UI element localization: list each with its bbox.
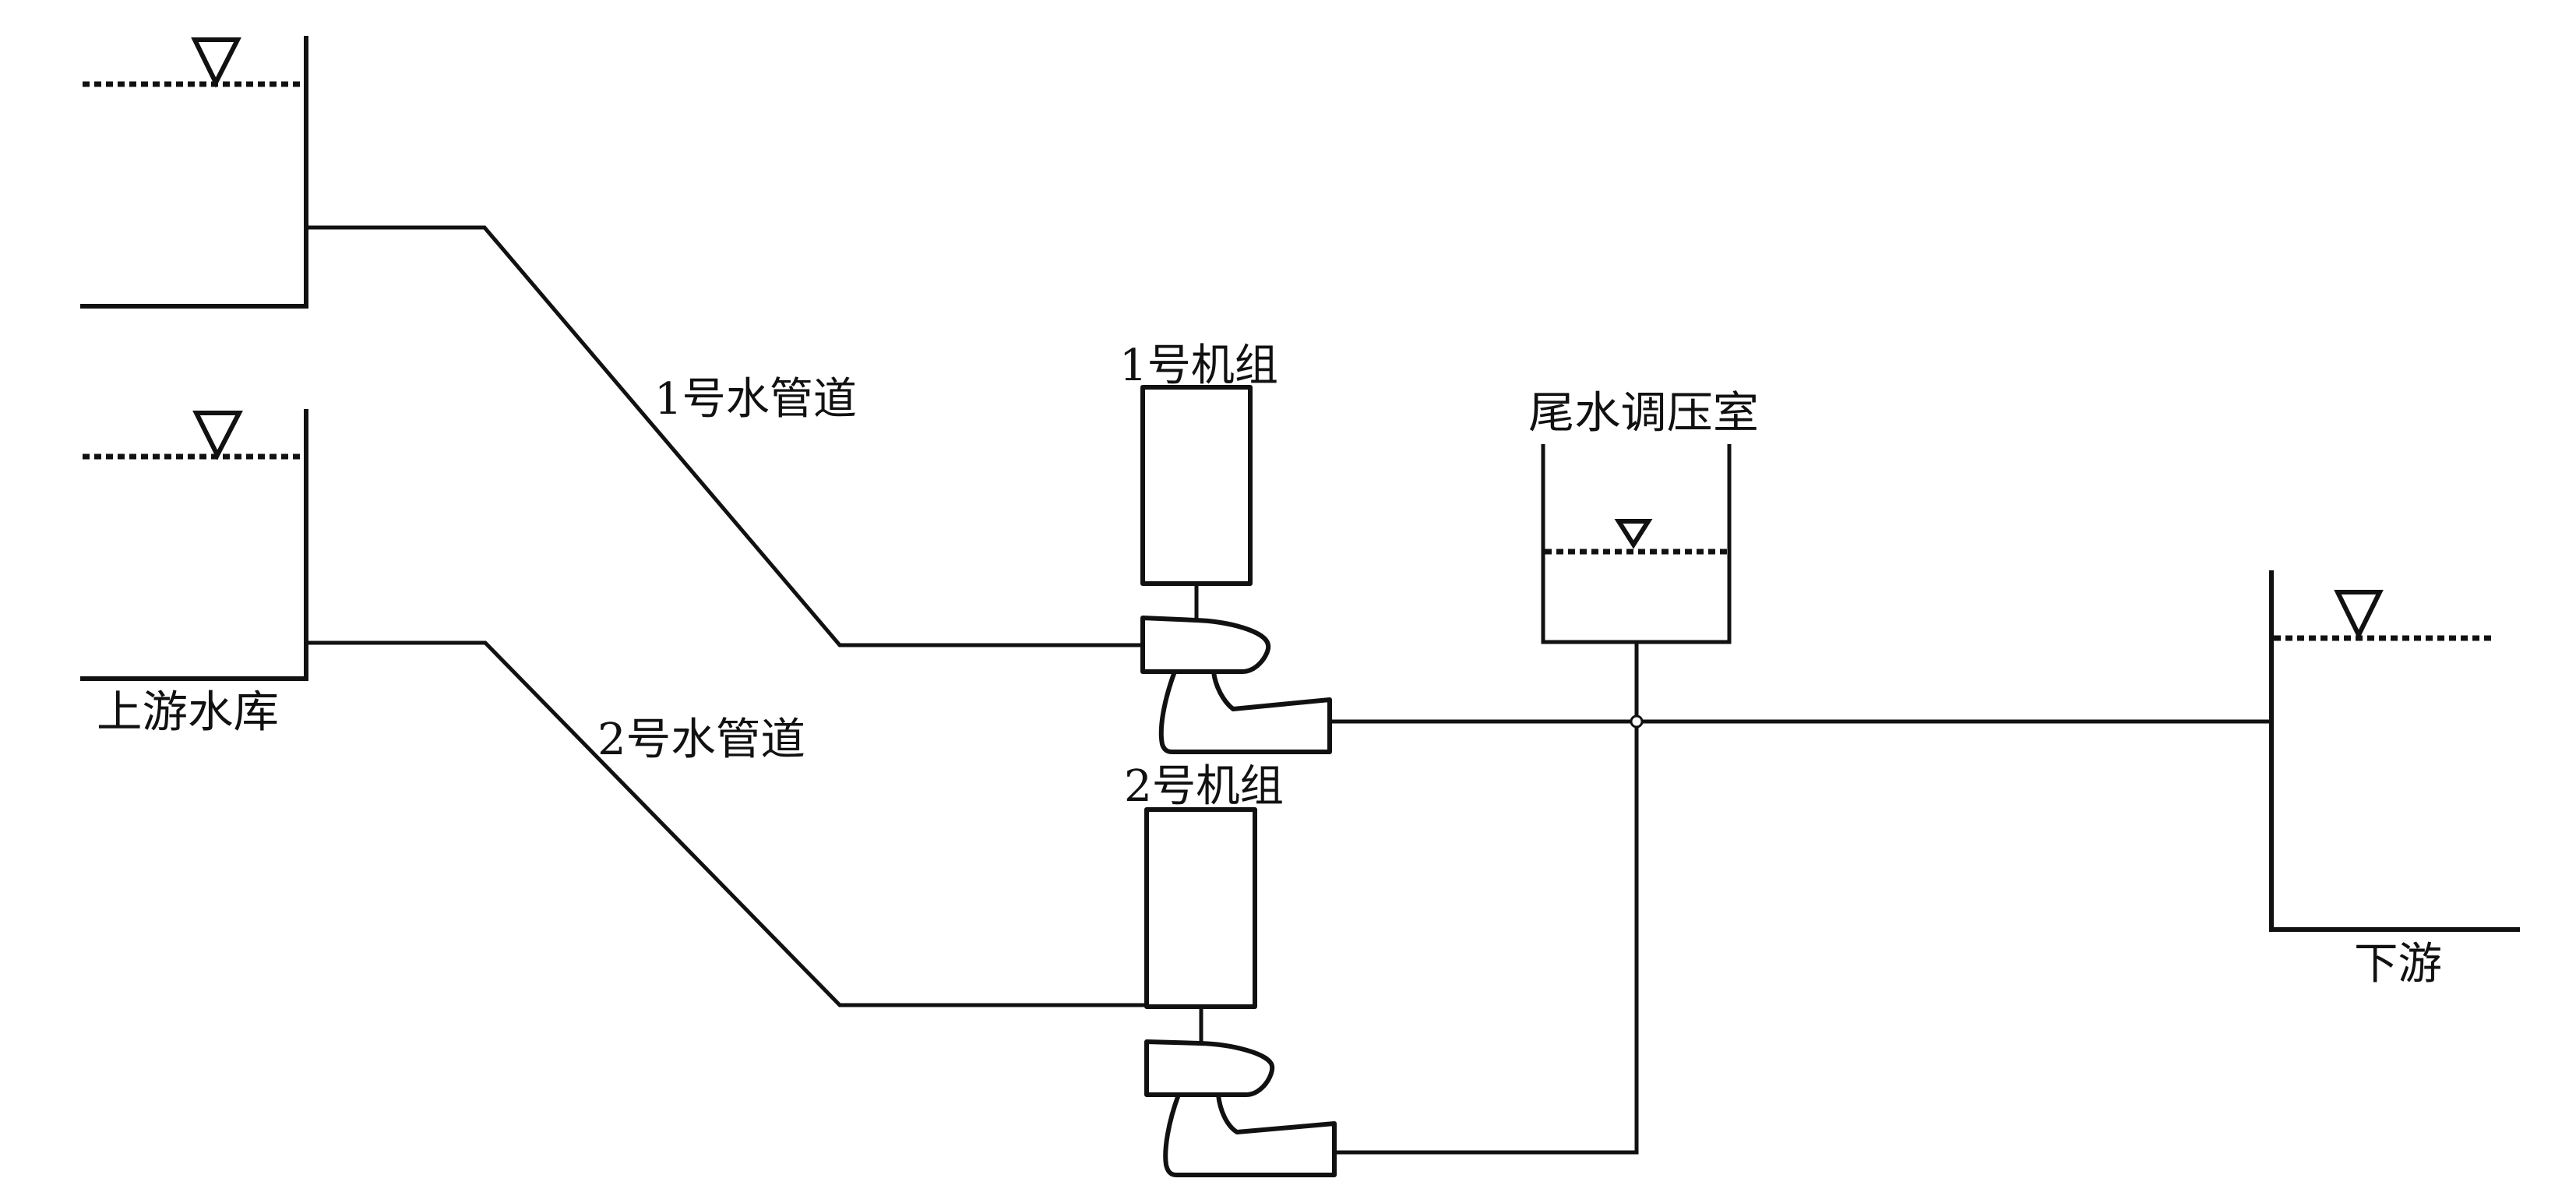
spiral-case-1 — [1140, 616, 1271, 674]
unit-2: 2号机组 — [1124, 761, 1337, 1177]
reservoir-2-wall — [80, 409, 308, 681]
downstream-reservoir: 下游 — [2269, 570, 2520, 990]
unit-1: 1号机组 — [1119, 340, 1332, 754]
generator-1 — [1140, 385, 1253, 586]
penstock-2 — [306, 640, 1147, 1007]
downstream-wall — [2269, 570, 2520, 932]
water-level-triangle-icon — [1614, 519, 1653, 549]
downstream-label: 下游 — [2354, 939, 2442, 990]
penstock-1-label: 1号水管道 — [654, 374, 857, 425]
junction-node — [1630, 714, 1644, 729]
surge-chamber-label: 尾水调压室 — [1528, 388, 1759, 439]
draft-tube-2 — [1163, 1092, 1337, 1177]
unit-2-tailrace-pipe — [1334, 642, 1639, 1155]
upstream-reservoir-1 — [80, 36, 308, 309]
draft-tube-1 — [1158, 669, 1332, 754]
unit-2-label: 2号机组 — [1124, 761, 1284, 812]
upstream-reservoir-label: 上游水库 — [97, 687, 279, 738]
upstream-reservoir-2 — [80, 409, 308, 681]
penstock-2-label: 2号水管道 — [597, 714, 805, 765]
water-level-triangle-icon — [192, 411, 243, 460]
water-level-triangle-icon — [2334, 590, 2384, 640]
penstock-1 — [306, 225, 1143, 647]
unit-1-label: 1号机组 — [1119, 340, 1278, 391]
tailrace-surge-chamber: 尾水调压室 — [1528, 388, 1759, 644]
reservoir-1-wall — [80, 36, 308, 309]
generator-2 — [1144, 807, 1257, 1009]
surge-chamber-wall — [1541, 444, 1732, 644]
water-level-triangle-icon — [191, 37, 241, 88]
spiral-case-2 — [1144, 1039, 1275, 1097]
